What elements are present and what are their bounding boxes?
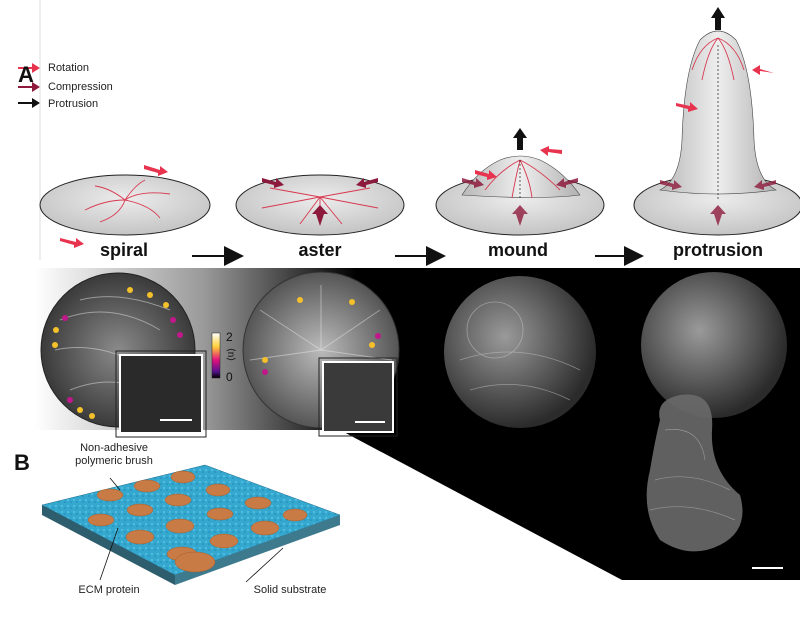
panel-b-label: B	[14, 450, 30, 475]
colorbar-max-label: 2	[226, 330, 233, 344]
microscopy-band	[35, 268, 800, 580]
stage-label-aster: aster	[298, 240, 342, 260]
legend-compression-label: Compression	[48, 81, 113, 93]
stage-label-mound: mound	[488, 240, 548, 260]
time-arrow	[329, 485, 516, 538]
micrograph-spiral	[40, 272, 207, 438]
micrograph-protrusion	[641, 272, 787, 569]
colorbar-quantity-label: ⟨n⟩	[225, 347, 237, 362]
annotation-polymeric-brush: Non-adhesive polymeric brush	[75, 442, 153, 467]
spiral-disk	[39, 165, 211, 248]
ecm-protein-dots	[87, 470, 308, 573]
legend-compression: Compression	[48, 79, 113, 95]
legend-rotation: Rotation	[48, 60, 89, 76]
protrusion-shape	[633, 7, 800, 236]
mound-disk	[435, 128, 605, 236]
aster-disk	[235, 174, 405, 236]
legend-arrows	[18, 63, 40, 108]
micrograph-aster	[242, 271, 400, 437]
annotation-solid-substrate: Solid substrate	[253, 584, 327, 596]
legend-protrusion-label: Protrusion	[48, 98, 99, 110]
legend-protrusion: Protrusion	[48, 96, 98, 112]
legend-rotation-label: Rotation	[48, 62, 89, 74]
annotation-ecm-protein: ECM protein	[78, 584, 140, 596]
micrograph-mound	[444, 276, 596, 428]
panel-a-label: A	[18, 62, 34, 87]
stage-label-spiral: spiral	[99, 240, 149, 260]
colorbar-min-label: 0	[226, 370, 233, 384]
colorbar	[211, 332, 221, 379]
stage-label-protrusion: protrusion	[673, 240, 763, 260]
